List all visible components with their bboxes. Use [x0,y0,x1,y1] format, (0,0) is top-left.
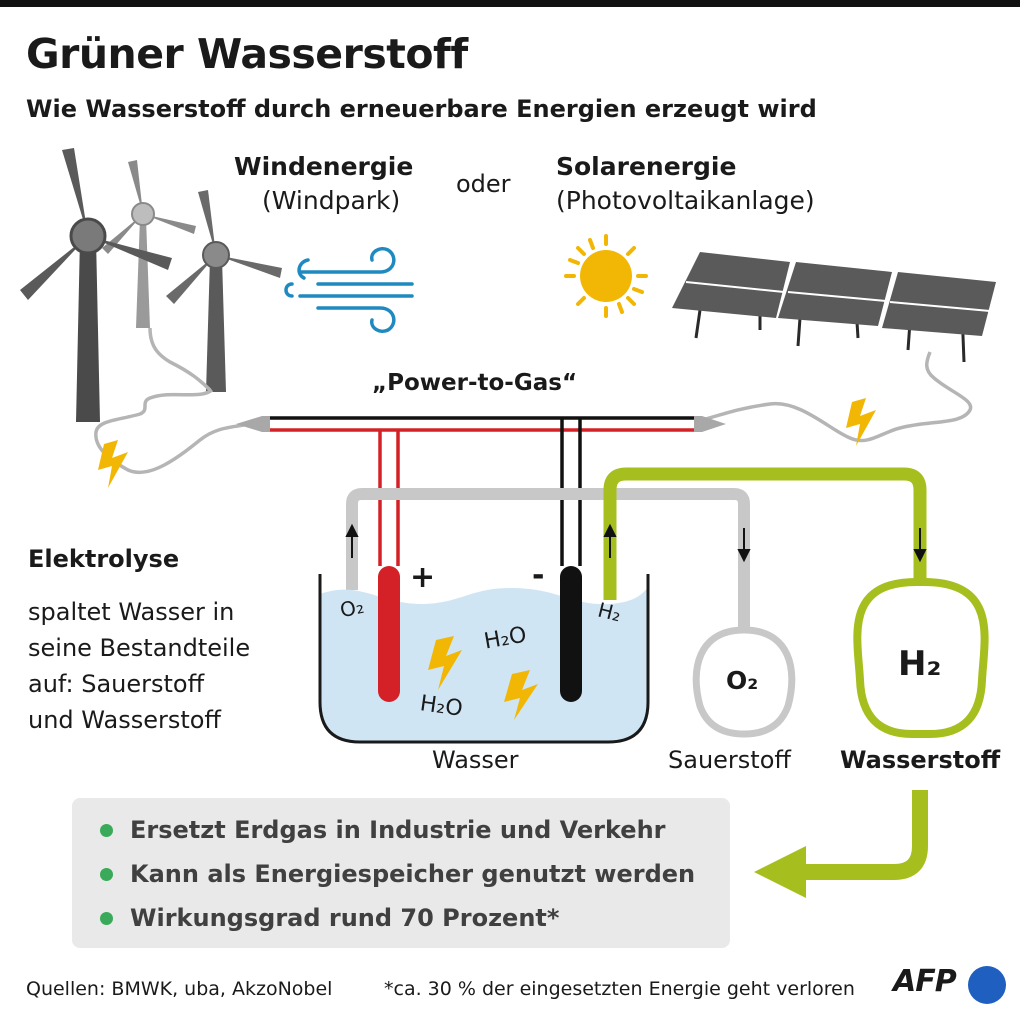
uses-list: Ersetzt Erdgas in Industrie und Verkehr … [100,812,695,944]
sun-icon [564,234,648,318]
hydrogen-tank-label: Wasserstoff [840,746,1001,774]
power-to-gas-label: „Power-to-Gas“ [372,370,578,396]
solar-source-title: Solarenergie [556,152,737,181]
electrolysis-tank [318,574,650,744]
hydrogen-pipe [603,467,927,600]
anode-plus-sign: + [410,560,436,595]
lightning-icon-water-1 [428,636,462,690]
uses-item-text: Wirkungsgrad rund 70 Prozent* [130,904,560,932]
bus-wires [270,416,694,566]
wind-turbine-right [166,190,282,392]
cathode-minus-sign: - [532,558,545,593]
lightning-icon-solar [846,398,876,446]
wind-turbines [20,148,282,422]
electrolysis-title: Elektrolyse [28,545,180,573]
afp-logo-dot [968,966,1006,1004]
bullet-dot [100,912,113,925]
water-label: Wasser [432,746,519,774]
electrolysis-text-line: seine Bestandteile [28,634,251,662]
power-cables [94,327,973,475]
wind-icon [284,247,414,333]
oxygen-tank-label: Sauerstoff [668,746,791,774]
uses-panel [72,798,730,948]
top-rule [0,0,1020,7]
uses-item-text: Kann als Energiespeicher genutzt werden [130,860,696,888]
uses-item-text: Ersetzt Erdgas in Industrie und Verkehr [130,816,666,844]
uses-list-item: Wirkungsgrad rund 70 Prozent* [100,900,695,944]
wind-turbine-front [20,148,172,422]
page-subtitle: Wie Wasserstoff durch erneuerbare Energi… [26,95,817,123]
wind-source-title: Windenergie [234,152,414,181]
oxygen-pipe [346,488,750,630]
oxygen-tank-symbol: O₂ [726,666,759,695]
hydrogen-tank [853,577,989,738]
uses-list-item: Kann als Energiespeicher genutzt werden [100,856,695,900]
electrolysis-text-line: auf: Sauerstoff [28,670,205,698]
cable-plug-left [236,416,270,432]
sources-note: Quellen: BMWK, uba, AkzoNobel [26,978,333,1000]
bullet-dot [100,868,113,881]
hydrogen-output-arrow [754,846,806,898]
footnote: *ca. 30 % der eingesetzten Energie geht … [384,978,855,1000]
page-title: Grüner Wasserstoff [26,30,468,78]
afp-logo-text: AFP [893,964,957,999]
wind-source-subtitle: (Windpark) [262,186,401,215]
flow-arrows [345,523,927,563]
uses-list-item: Ersetzt Erdgas in Industrie und Verkehr [100,812,695,856]
oxygen-bubble-label: O₂ [337,593,367,623]
oxygen-tank [692,626,796,738]
electrolysis-text-line: spaltet Wasser in [28,598,235,626]
source-connector: oder [456,170,511,198]
lightning-icon-water-2 [504,670,538,720]
anode-electrode [378,566,400,702]
lightning-icon-wind [98,440,128,488]
hydrogen-output-pipe [800,790,928,880]
solar-source-subtitle: (Photovoltaikanlage) [556,186,815,215]
solar-panels [672,252,996,363]
hydrogen-tank-symbol: H₂ [898,644,942,684]
cable-plug-right [694,416,726,432]
bullet-dot [100,824,113,837]
wind-turbine-back [102,160,196,328]
cathode-electrode [560,566,582,702]
electrolysis-text-line: und Wasserstoff [28,706,221,734]
